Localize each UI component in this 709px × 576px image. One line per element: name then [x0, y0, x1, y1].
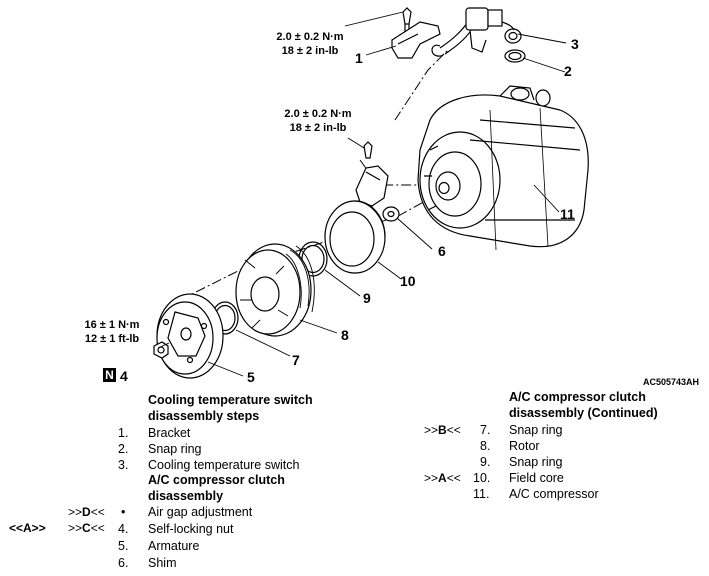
step-label-snap-ring-9: Snap ring — [509, 455, 563, 469]
compressor-body — [417, 85, 589, 251]
callout-3: 3 — [571, 36, 579, 52]
torque-label-mid: 2.0 ± 0.2 N·m 18 ± 2 in-lb — [278, 107, 358, 135]
cont-heading-line-2: disassembly (Continued) — [509, 406, 658, 420]
step-num: 6. — [118, 556, 129, 570]
callout-6: 6 — [438, 243, 446, 259]
ref-mark-d: >>D<< — [68, 505, 105, 519]
step-num: 2. — [118, 442, 129, 456]
field-core-part — [324, 200, 386, 274]
step-label-snap-ring: Snap ring — [148, 442, 202, 456]
switch-heading-line-1: Cooling temperature switch — [148, 393, 313, 407]
callout-10: 10 — [400, 273, 416, 289]
callout-2: 2 — [564, 63, 572, 79]
ref-pre: >> — [68, 521, 83, 535]
step-num: 5. — [118, 539, 129, 553]
callout-7: 7 — [292, 352, 300, 368]
exploded-view-illustration — [153, 7, 589, 379]
torque-label-nut: 16 ± 1 N·m 12 ± 1 ft-lb — [72, 318, 152, 346]
ref-post: << — [90, 521, 105, 535]
torque-top-imperial: 18 ± 2 in-lb — [281, 45, 339, 57]
step-label-cooling-switch: Cooling temperature switch — [148, 458, 300, 472]
step-num: 9. — [480, 455, 491, 469]
bullet-mark: • — [121, 505, 126, 519]
ref-pre: >> — [424, 423, 439, 437]
step-label-armature: Armature — [148, 539, 200, 553]
ref-letter: A — [438, 471, 447, 485]
rotor-part — [235, 243, 315, 337]
step-num: 8. — [480, 439, 491, 453]
callout-8: 8 — [341, 327, 349, 343]
torque-label-top: 2.0 ± 0.2 N·m 18 ± 2 in-lb — [270, 30, 350, 58]
torque-mid-imperial: 18 ± 2 in-lb — [289, 122, 347, 134]
n-mark-badge: N — [103, 368, 116, 382]
step-label-self-locking-nut: Self-locking nut — [148, 522, 234, 536]
ref-pre: >> — [68, 505, 83, 519]
ref-mark-a: >>A<< — [424, 471, 461, 485]
step-label-snap-ring-7: Snap ring — [509, 423, 563, 437]
armature-part — [156, 293, 224, 379]
step-label-shim: Shim — [148, 556, 177, 570]
switch-heading-line-2: disassembly steps — [148, 409, 260, 423]
torque-top-metric: 2.0 ± 0.2 N·m — [276, 31, 344, 43]
clutch-heading-line-2: disassembly — [148, 489, 224, 503]
ref-post: << — [446, 471, 461, 485]
clutch-heading-line-1: A/C compressor clutch — [148, 473, 285, 487]
step-num: 4. — [118, 522, 129, 536]
ref-post: << — [446, 423, 461, 437]
ref-mark-left-a: <<A>> — [9, 521, 46, 535]
callout-5: 5 — [247, 369, 255, 385]
callout-leaders — [157, 11, 567, 377]
callout-11: 11 — [560, 206, 575, 222]
ref-letter: B — [438, 423, 447, 437]
snap-ring-2 — [504, 49, 526, 63]
step-label-rotor: Rotor — [509, 439, 540, 453]
callout-4: 4 — [120, 368, 128, 384]
cooling-switch-part — [431, 7, 522, 57]
field-core-bracket — [355, 141, 389, 207]
ref-mark-c: >>C<< — [68, 521, 105, 535]
step-label-air-gap: Air gap adjustment — [148, 505, 253, 519]
ref-letter: D — [82, 505, 91, 519]
step-label-field-core: Field core — [509, 471, 564, 485]
ref-pre: >> — [424, 471, 439, 485]
torque-nut-imperial: 12 ± 1 ft-lb — [84, 333, 140, 345]
step-num: 10. — [473, 471, 491, 485]
figure-id: AC505743AH — [643, 377, 700, 387]
ref-mark-b: >>B<< — [424, 423, 461, 437]
step-label-bracket: Bracket — [148, 426, 191, 440]
step-num: 1. — [118, 426, 129, 440]
cont-heading-line-1: A/C compressor clutch — [509, 390, 646, 404]
callout-1: 1 — [355, 50, 363, 66]
ref-letter: C — [82, 521, 91, 535]
shim-part — [382, 206, 400, 222]
torque-mid-metric: 2.0 ± 0.2 N·m — [284, 108, 352, 120]
torque-nut-metric: 16 ± 1 N·m — [84, 319, 140, 331]
step-label-ac-compressor: A/C compressor — [509, 487, 599, 501]
step-num: 11. — [473, 487, 490, 501]
ref-post: << — [90, 505, 105, 519]
step-num: 7. — [480, 423, 491, 437]
step-num: 3. — [118, 458, 129, 472]
bracket-part — [391, 7, 441, 59]
callout-9: 9 — [363, 290, 371, 306]
